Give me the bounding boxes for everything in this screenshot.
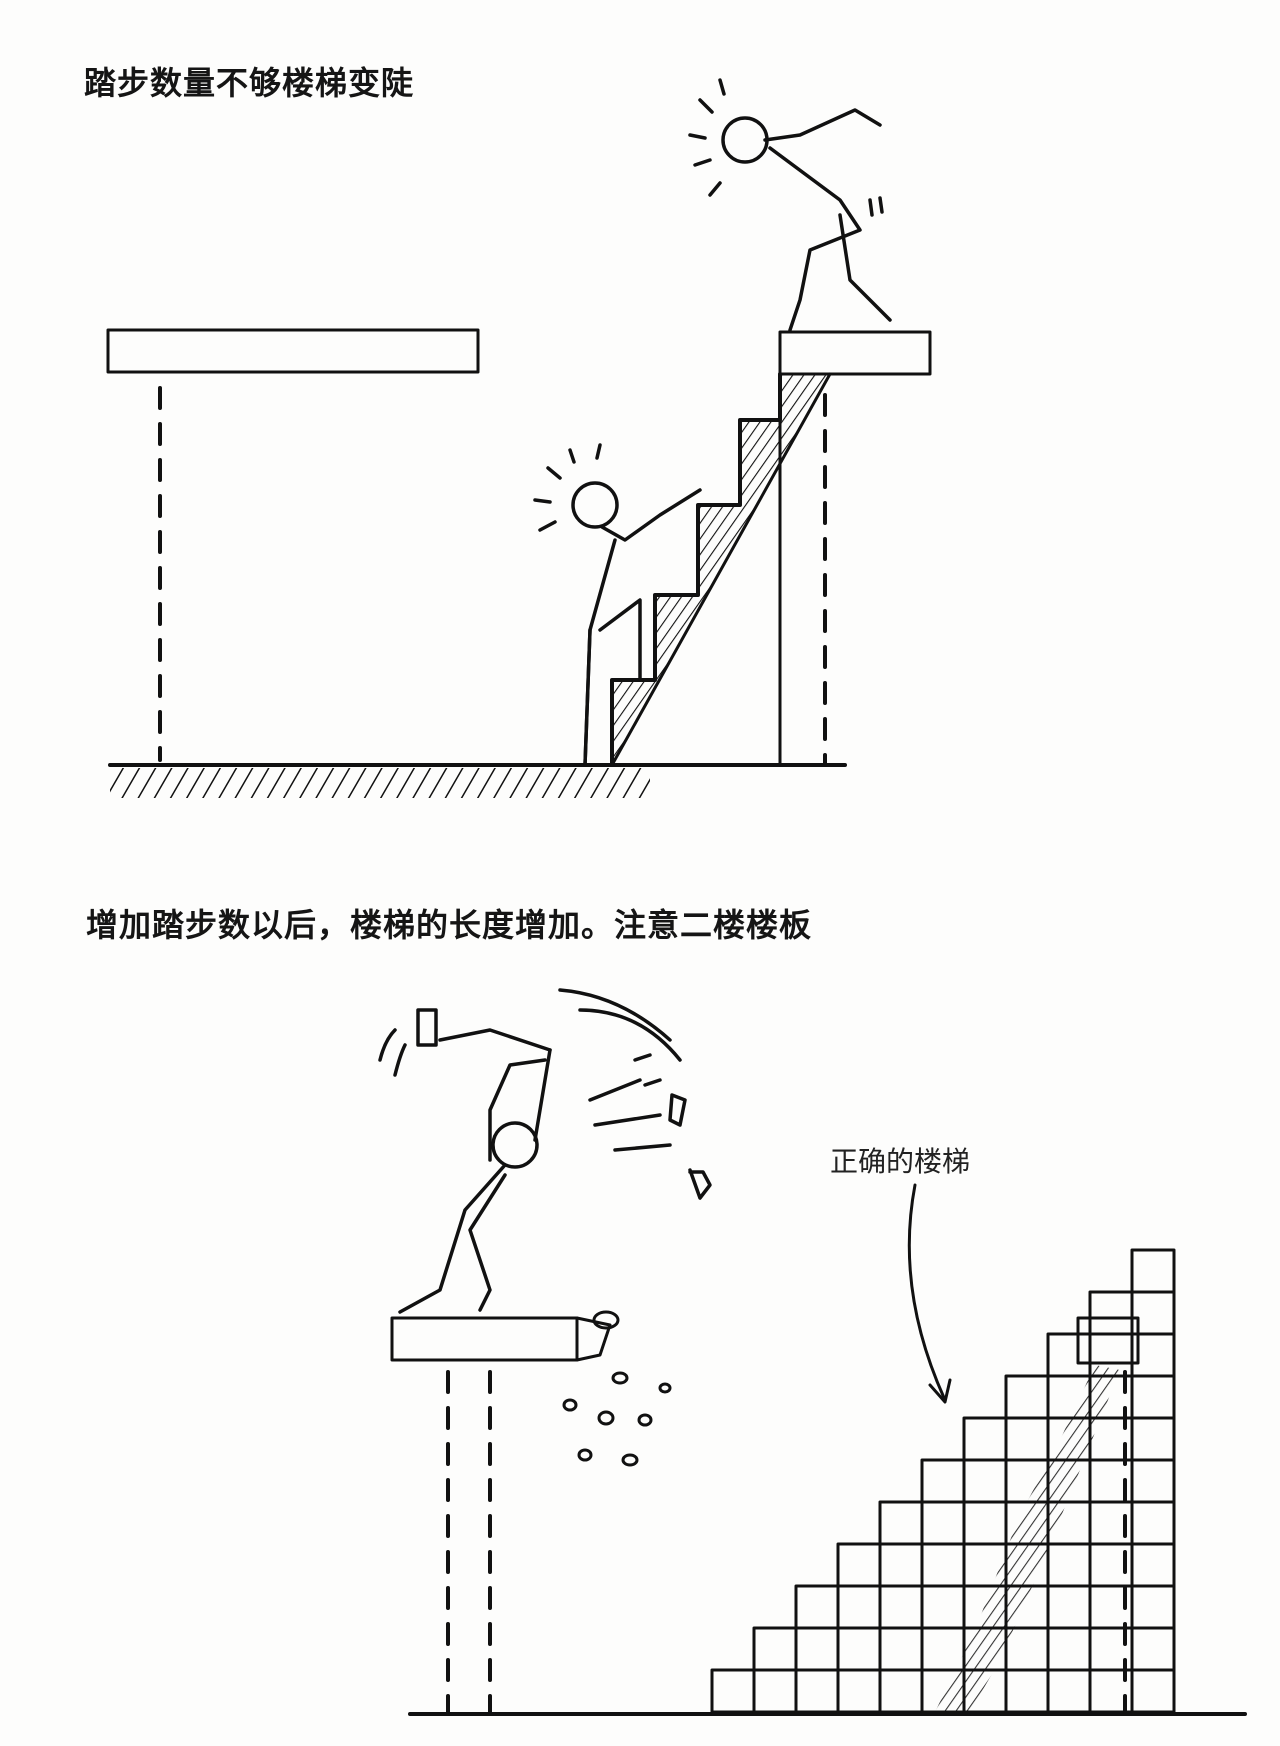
stair-block (794, 1668, 840, 1714)
stair-block (1130, 1542, 1176, 1588)
stair-block (920, 1626, 966, 1672)
broken-slab (390, 1316, 612, 1362)
stair-block (794, 1626, 840, 1672)
upper-floor-slab (106, 328, 480, 374)
stair-block (836, 1584, 882, 1630)
ground-line-top (108, 763, 847, 798)
top-figure (106, 78, 932, 798)
stair-block (1130, 1500, 1176, 1546)
top-landing (778, 330, 932, 376)
label-arrow (907, 1183, 952, 1404)
stair-block (1046, 1668, 1092, 1714)
stair-block (1046, 1332, 1092, 1378)
climbing-stick-figure (533, 443, 702, 767)
stair-block (962, 1500, 1008, 1546)
stair-block (836, 1668, 882, 1714)
stair-block (878, 1626, 924, 1672)
stair-block (1130, 1374, 1176, 1420)
stair-block (878, 1584, 924, 1630)
stair-block (1004, 1668, 1050, 1714)
stair-block (920, 1584, 966, 1630)
stair-block (920, 1542, 966, 1588)
stair-block (1130, 1416, 1176, 1462)
top-stick-figure (688, 78, 892, 332)
stair-block (1130, 1668, 1176, 1714)
stair-block (1046, 1626, 1092, 1672)
stair-block (752, 1668, 798, 1714)
stair-block (1046, 1542, 1092, 1588)
correct-stair (710, 1248, 1176, 1714)
hammer-stick-figure (378, 988, 712, 1314)
stair-block (836, 1542, 882, 1588)
stair-block (1130, 1458, 1176, 1504)
stair-block (1130, 1584, 1176, 1630)
stair-block (1130, 1626, 1176, 1672)
stair-block (710, 1668, 756, 1714)
steep-stair (610, 372, 832, 767)
stair-block (920, 1458, 966, 1504)
stair-block (962, 1416, 1008, 1462)
stair-block (752, 1626, 798, 1672)
stair-block (1046, 1584, 1092, 1630)
stair-block (794, 1584, 840, 1630)
stair-block (1088, 1290, 1134, 1336)
stair-block (1004, 1374, 1050, 1420)
caption-steep-stair: 踏步数量不够楼梯变陡 (84, 64, 415, 102)
stair-block (1004, 1626, 1050, 1672)
bottom-figure (378, 988, 1247, 1716)
stair-block (878, 1500, 924, 1546)
falling-debris (562, 1310, 672, 1467)
stair-block (1004, 1416, 1050, 1462)
label-correct-stair: 正确的楼梯 (830, 1145, 971, 1178)
stair-block (1130, 1248, 1176, 1294)
stair-block (962, 1458, 1008, 1504)
stair-top-landing (1076, 1316, 1140, 1365)
stair-block (878, 1542, 924, 1588)
stair-block (878, 1668, 924, 1714)
stair-block (920, 1500, 966, 1546)
caption-longer-stair: 增加踏步数以后，楼梯的长度增加。注意二楼楼板 (86, 906, 813, 944)
stair-block (836, 1626, 882, 1672)
